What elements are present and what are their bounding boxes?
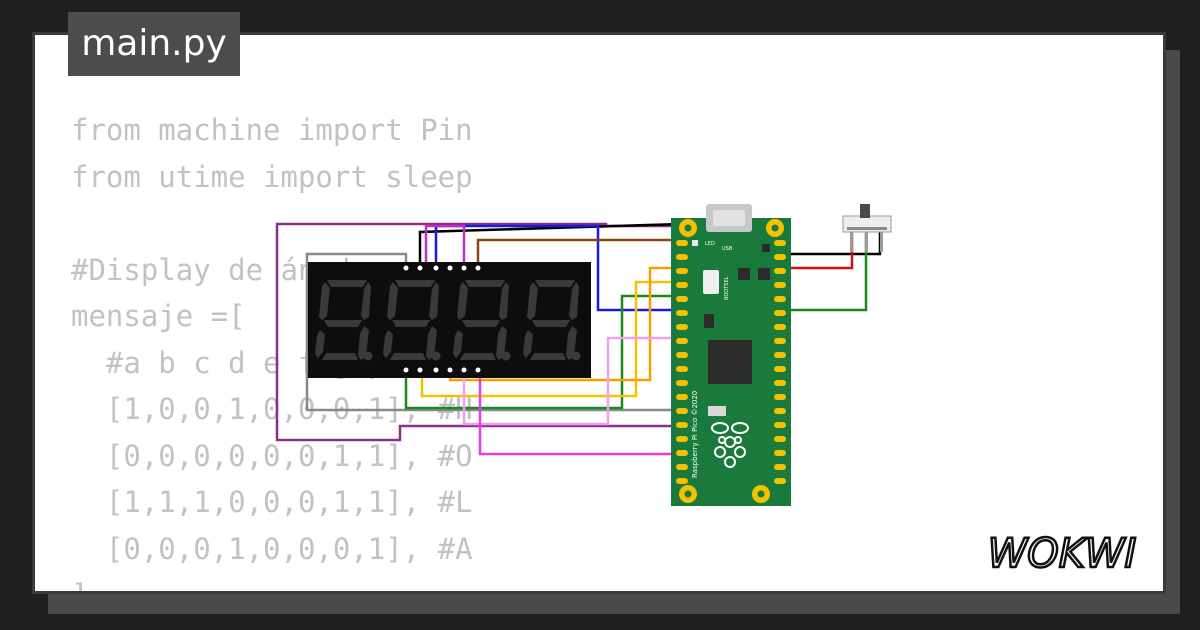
bootsel-button[interactable]: [703, 270, 719, 294]
code-line: from machine import Pin: [71, 113, 473, 147]
slide-switch[interactable]: [842, 204, 892, 252]
display-pins-bottom: [403, 367, 481, 373]
code-line: mensaje =[: [71, 299, 246, 333]
wokwi-logo: WOKWI: [986, 530, 1137, 579]
simulation-card: from machine import Pin from utime impor…: [32, 32, 1166, 594]
rp2040-chip: [708, 340, 752, 384]
display-pins-top: [403, 265, 481, 271]
digit: [315, 280, 373, 361]
code-line: from utime import sleep: [71, 159, 473, 194]
code-line: [1,1,1,0,0,0,1,1], #L: [71, 485, 473, 519]
wire-switch-green[interactable]: [780, 232, 868, 312]
code-line: [0,0,0,1,0,0,0,1], #A: [71, 531, 473, 566]
board-silkscreen: Raspberry Pi Pico ©2020: [691, 391, 699, 478]
wire-magenta-top[interactable]: [424, 224, 466, 268]
wire-pink[interactable]: [462, 336, 682, 426]
wire-gray[interactable]: [305, 252, 682, 412]
wire-black[interactable]: [418, 222, 683, 268]
file-tab[interactable]: main.py: [68, 12, 240, 76]
wire-green[interactable]: [404, 294, 682, 410]
raspberry-logo-icon: [711, 422, 749, 468]
raspberry-pi-pico[interactable]: LED USB BOOTSEL Raspberry Pi Pico ©2020: [671, 204, 791, 506]
led-label: LED: [705, 241, 715, 247]
usb-label: USB: [722, 246, 733, 252]
wire-yellow[interactable]: [420, 280, 682, 398]
bootsel-label: BOOTSEL: [724, 276, 730, 300]
left-header-pins: [676, 240, 688, 484]
right-header-pins: [774, 240, 786, 484]
code-line: ]: [71, 578, 88, 591]
code-line: [0,0,0,0,0,0,1,1], #O: [71, 438, 473, 473]
wire-magenta[interactable]: [478, 370, 682, 456]
wires: [275, 222, 882, 456]
led-indicator: [692, 240, 698, 246]
wire-blue[interactable]: [434, 224, 682, 312]
seven-segment-display[interactable]: [308, 262, 591, 378]
wokwi-logo-text: WOKWI: [988, 531, 1137, 577]
wire-brown[interactable]: [476, 238, 682, 268]
